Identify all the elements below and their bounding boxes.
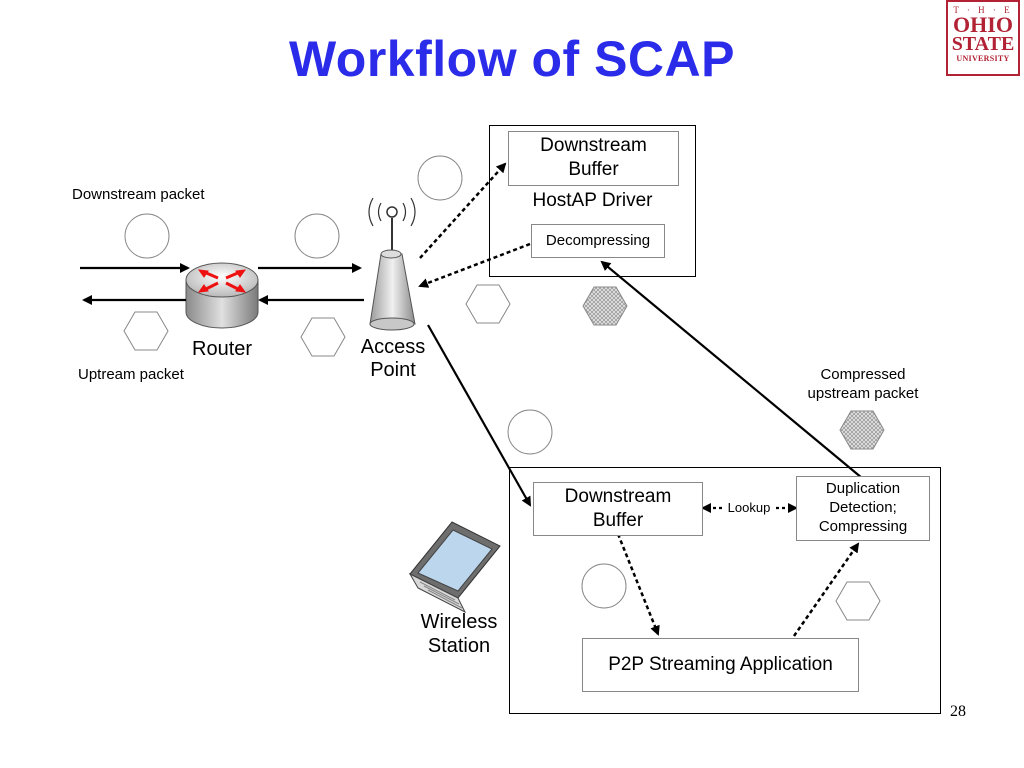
packet-hexagon-hatched bbox=[839, 410, 885, 450]
packet-circle bbox=[417, 155, 463, 201]
downstream-packet-label: Downstream packet bbox=[72, 186, 205, 203]
duplication-detection-module: Duplication Detection; Compressing bbox=[796, 476, 930, 541]
access-point-icon bbox=[368, 197, 416, 331]
router-label: Router bbox=[192, 338, 253, 360]
station-downstream-buffer: Downstream Buffer bbox=[533, 482, 703, 536]
decompressing-module: Decompressing bbox=[531, 224, 665, 258]
packet-hexagon bbox=[300, 317, 346, 357]
access-point-label: Access Point bbox=[360, 336, 426, 381]
ap-to-station-arrow bbox=[427, 324, 531, 507]
hostap-driver-label: HostAP Driver bbox=[532, 190, 653, 211]
packet-hexagon bbox=[835, 581, 881, 621]
p2p-streaming-application: P2P Streaming Application bbox=[582, 638, 859, 692]
compressed-upstream-arrow bbox=[600, 260, 863, 479]
app-to-dup-arrow bbox=[792, 542, 860, 637]
compressed-upstream-label: Compressed upstream packet bbox=[807, 366, 919, 402]
packet-circle bbox=[507, 409, 553, 455]
buffer-to-app-arrow bbox=[616, 533, 660, 636]
router-icon bbox=[185, 262, 259, 329]
packet-hexagon bbox=[123, 311, 169, 351]
packet-circle bbox=[294, 213, 340, 259]
ohio-state-logo: T · H · E OHIO STATE UNIVERSITY bbox=[946, 0, 1020, 76]
packet-circle bbox=[581, 563, 627, 609]
upstream-packet-label: Uptream packet bbox=[78, 366, 184, 383]
packet-circle bbox=[124, 213, 170, 259]
lookup-label: Lookup bbox=[723, 500, 775, 515]
ap-to-hostap-buffer-arrow bbox=[419, 162, 507, 259]
page-number: 28 bbox=[950, 703, 966, 720]
slide-title: Workflow of SCAP bbox=[289, 31, 735, 87]
hostap-downstream-buffer: Downstream Buffer bbox=[508, 131, 679, 186]
laptop-icon bbox=[408, 521, 501, 614]
wireless-station-label: Wireless Station bbox=[420, 611, 498, 657]
packet-hexagon-hatched bbox=[582, 286, 628, 326]
packet-hexagon bbox=[465, 284, 511, 324]
decompressing-to-ap-arrow bbox=[418, 242, 531, 288]
